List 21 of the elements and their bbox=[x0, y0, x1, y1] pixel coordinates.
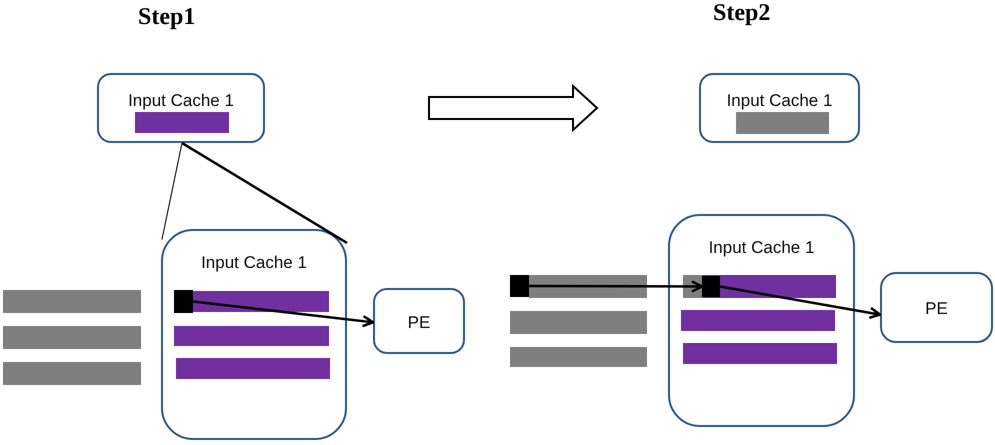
step-heading: Step2 bbox=[713, 0, 770, 27]
step-heading: Step1 bbox=[138, 4, 196, 31]
cache-box bbox=[97, 73, 265, 143]
arrow bbox=[720, 285, 882, 320]
box-label: Input Cache 1 bbox=[726, 91, 834, 111]
pointer-square bbox=[510, 275, 529, 297]
cache-box bbox=[668, 214, 855, 427]
box-label: Input Cache 1 bbox=[708, 238, 816, 258]
pointer-square bbox=[174, 290, 192, 312]
box-label: Input Cache 1 bbox=[127, 91, 235, 111]
box-label: Input Cache 1 bbox=[200, 253, 308, 273]
cache-box bbox=[880, 272, 993, 343]
cache-box bbox=[699, 73, 860, 143]
box-label: PE bbox=[924, 299, 949, 319]
zoom-line bbox=[161, 142, 182, 240]
box-label: PE bbox=[406, 313, 432, 333]
arrow bbox=[529, 280, 704, 293]
zoom-line bbox=[181, 142, 348, 244]
cache-box bbox=[373, 288, 465, 354]
arrow bbox=[192, 300, 374, 328]
cache-box bbox=[161, 229, 347, 440]
